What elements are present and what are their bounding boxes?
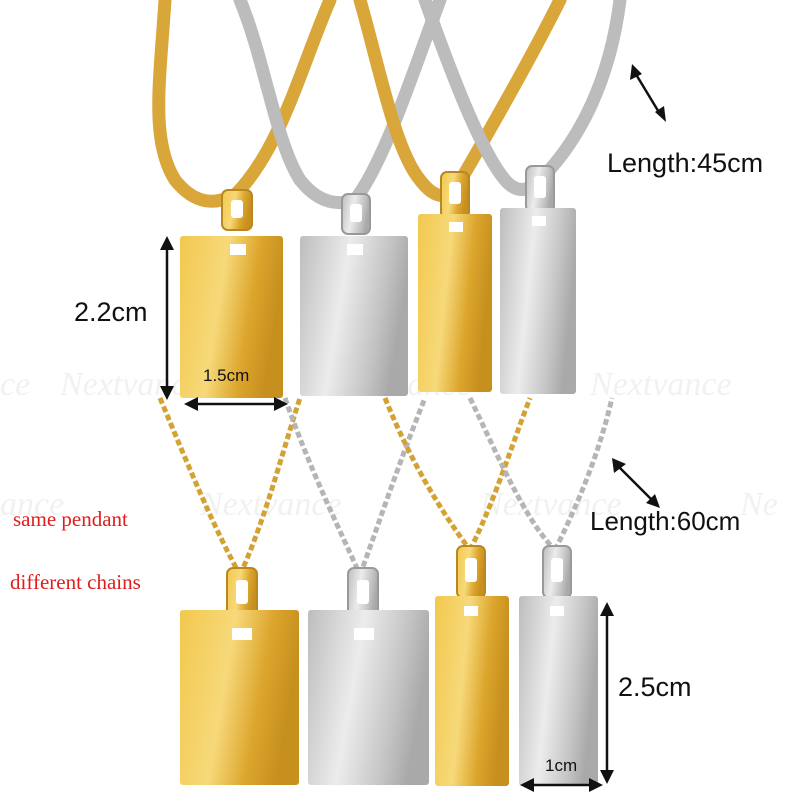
svg-text:ance: ance: [0, 486, 64, 523]
pendant-gold-large-2: [435, 545, 509, 786]
height-large-label: 2.5cm: [618, 672, 692, 702]
watermark: ce Nextvance Nextvance Nextvance ance Ne…: [0, 366, 778, 523]
pendant-gold-small-2: [418, 171, 492, 392]
pendant-silver-large-2: [519, 545, 598, 786]
width-small-label: 1.5cm: [203, 366, 250, 385]
svg-text:Nextvance: Nextvance: [59, 366, 202, 403]
svg-text:Nextvance: Nextvance: [589, 366, 732, 403]
curb-chain-gold-2: [382, 397, 533, 552]
dimension-arrows: [160, 64, 666, 792]
svg-text:ce: ce: [0, 366, 30, 403]
height-small-label: 2.2cm: [74, 297, 148, 327]
pendant-gold-large-1: [180, 567, 299, 785]
length-45-label: Length:45cm: [607, 148, 764, 178]
note-different-chains: different chains: [10, 570, 141, 594]
svg-text:Ne: Ne: [739, 486, 778, 523]
pendant-silver-small-1: [300, 193, 408, 396]
svg-text:Nextvance: Nextvance: [479, 486, 622, 523]
snake-chain-gold-1: [152, 0, 337, 208]
curb-chain-silver-1: [282, 397, 428, 577]
pendant-gold-small-1: [180, 189, 283, 398]
pendant-silver-large-1: [308, 567, 429, 785]
pendant-silver-small-2: [500, 165, 576, 394]
svg-text:Nextvance: Nextvance: [199, 486, 342, 523]
length-60-label: Length:60cm: [590, 506, 741, 536]
note-same-pendant: same pendant: [13, 507, 128, 531]
width-large-label: 1cm: [545, 756, 578, 775]
snake-chain-silver-2: [418, 0, 627, 196]
curb-chain-silver-2: [467, 396, 615, 552]
